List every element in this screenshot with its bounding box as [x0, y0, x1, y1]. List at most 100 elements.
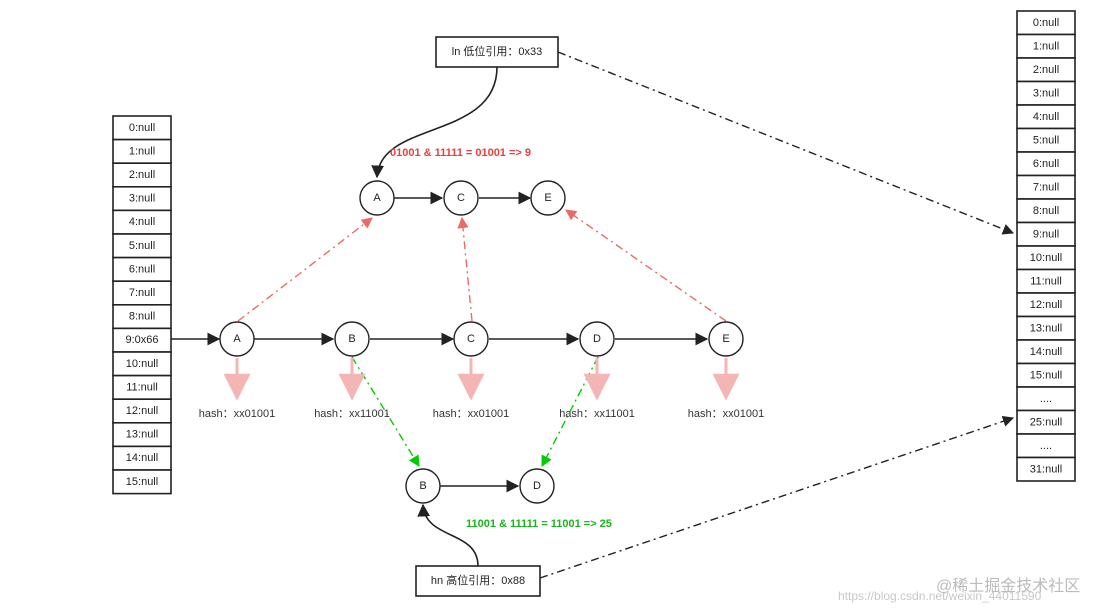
old-slot-label: 10:null	[126, 358, 158, 370]
new-slot: 8:null	[1016, 198, 1076, 224]
old-slot: 14:null	[112, 445, 172, 471]
new-slot: 0:null	[1016, 10, 1076, 36]
orig-node-B-label: B	[348, 333, 355, 345]
edge-hn-to-highB	[417, 503, 479, 567]
new-slot: 13:null	[1016, 315, 1076, 341]
new-slot: 5:null	[1016, 127, 1076, 153]
orig-node-D: D	[579, 321, 615, 357]
old-slot-label: 13:null	[126, 429, 158, 441]
hash-label-B: hash：xx11001	[314, 408, 390, 420]
move-E-to-low	[565, 209, 727, 322]
new-slot: 4:null	[1016, 104, 1076, 130]
old-slot: 7:null	[112, 280, 172, 306]
high-node-B: B	[405, 468, 441, 504]
old-slot-label: 14:null	[126, 452, 158, 464]
move-A-to-low	[237, 217, 373, 322]
new-slot-label: ....	[1040, 440, 1052, 452]
low-node-E: E	[530, 180, 566, 216]
orig-node-E-label: E	[722, 333, 729, 345]
new-slot: 25:null	[1016, 409, 1076, 435]
new-slot-label: 6:null	[1033, 158, 1059, 170]
orig-node-C: C	[453, 321, 489, 357]
new-slot-label: 5:null	[1033, 134, 1059, 146]
new-slot: 2:null	[1016, 57, 1076, 83]
new-slot: 7:null	[1016, 174, 1076, 200]
low-formula: 01001 & 11111 = 01001 => 9	[390, 147, 531, 159]
new-slot: 3:null	[1016, 80, 1076, 106]
orig-node-A: A	[219, 321, 255, 357]
orig-node-B: B	[334, 321, 370, 357]
new-slot: 6:null	[1016, 151, 1076, 177]
high-node-B-label: B	[419, 480, 426, 492]
hash-label-E: hash：xx01001	[688, 408, 764, 420]
edge-ln-to-new9	[557, 51, 1015, 235]
old-slot: 3:null	[112, 186, 172, 212]
new-slot-label: 1:null	[1033, 40, 1059, 52]
connectors	[171, 51, 1015, 579]
old-slot-label: 7:null	[129, 287, 155, 299]
new-slot-label: 4:null	[1033, 111, 1059, 123]
low-node-E-label: E	[544, 192, 551, 204]
new-slot: 1:null	[1016, 33, 1076, 59]
new-slot: 14:null	[1016, 339, 1076, 365]
old-slot: 6:null	[112, 256, 172, 283]
watermark-brand: @稀土掘金技术社区	[936, 577, 1080, 595]
high-node-D: D	[519, 468, 555, 504]
orig-node-D-label: D	[593, 333, 601, 345]
new-slot-label: 9:null	[1033, 228, 1059, 240]
old-slot-label: 9:0x66	[125, 334, 158, 346]
old-slot-label: 2:null	[129, 169, 155, 181]
new-slot: 10:null	[1016, 245, 1076, 271]
watermark-url: https://blog.csdn.net/weixin_44011590	[838, 589, 1042, 603]
old-slot-label: 11:null	[126, 381, 158, 393]
new-slot: 15:null	[1016, 362, 1076, 388]
hn-box-label: hn 高位引用：0x88	[431, 573, 525, 587]
new-slot-label: 3:null	[1033, 87, 1059, 99]
new-slot-label: 13:null	[1030, 322, 1062, 334]
ln-box-label: ln 低位引用：0x33	[452, 44, 542, 58]
old-slot: 1:null	[112, 138, 172, 165]
high-node-D-label: D	[533, 480, 541, 492]
old-slot-label: 4:null	[129, 216, 155, 228]
orig-node-A-label: A	[233, 333, 241, 345]
low-node-A-label: A	[373, 192, 381, 204]
edge-hn-to-new25	[539, 415, 1015, 579]
new-slot: 9:null	[1016, 221, 1076, 247]
hn-box: hn 高位引用：0x88	[415, 565, 541, 597]
new-slot: 12:null	[1016, 292, 1076, 318]
old-slot: 0:null	[112, 115, 172, 141]
new-slot-label: 10:null	[1030, 252, 1062, 264]
new-slot: ....	[1016, 433, 1076, 459]
ln-box: ln 低位引用：0x33	[435, 36, 559, 68]
old-slot-label: 8:null	[129, 311, 155, 323]
orig-node-C-label: C	[467, 333, 475, 345]
new-slot-label: 25:null	[1030, 416, 1062, 428]
old-slot: 9:0x66	[112, 327, 172, 353]
old-slot: 13:null	[112, 421, 172, 448]
new-table: 0:null 1:null 2:null 3:null 4:null 5:null 6:nu…	[1016, 10, 1076, 482]
new-slot-label: 7:null	[1033, 181, 1059, 193]
new-slot-label: ....	[1040, 393, 1052, 405]
orig-node-E: E	[708, 321, 744, 357]
new-slot-label: 0:null	[1033, 17, 1059, 29]
new-slot-label: 31:null	[1030, 463, 1062, 475]
new-slot-label: 12:null	[1030, 299, 1062, 311]
new-slot-label: 8:null	[1033, 205, 1059, 217]
old-slot: 15:null	[112, 469, 172, 495]
old-slot-label: 1:null	[129, 145, 155, 157]
new-slot: 31:null	[1016, 456, 1076, 482]
low-node-A: A	[359, 180, 395, 216]
move-C-to-low	[457, 216, 473, 322]
old-slot-label: 3:null	[129, 193, 155, 205]
new-slot: ....	[1016, 386, 1076, 412]
old-slot: 2:null	[112, 162, 172, 188]
low-node-C: C	[443, 180, 479, 216]
new-slot-label: 15:null	[1030, 369, 1062, 381]
old-slot-label: 15:null	[126, 476, 158, 488]
new-slot-label: 14:null	[1030, 346, 1062, 358]
old-slot: 8:null	[112, 303, 172, 330]
high-formula: 11001 & 11111 = 11001 => 25	[466, 518, 612, 530]
old-slot-label: 12:null	[126, 405, 158, 417]
old-slot: 4:null	[112, 209, 172, 235]
